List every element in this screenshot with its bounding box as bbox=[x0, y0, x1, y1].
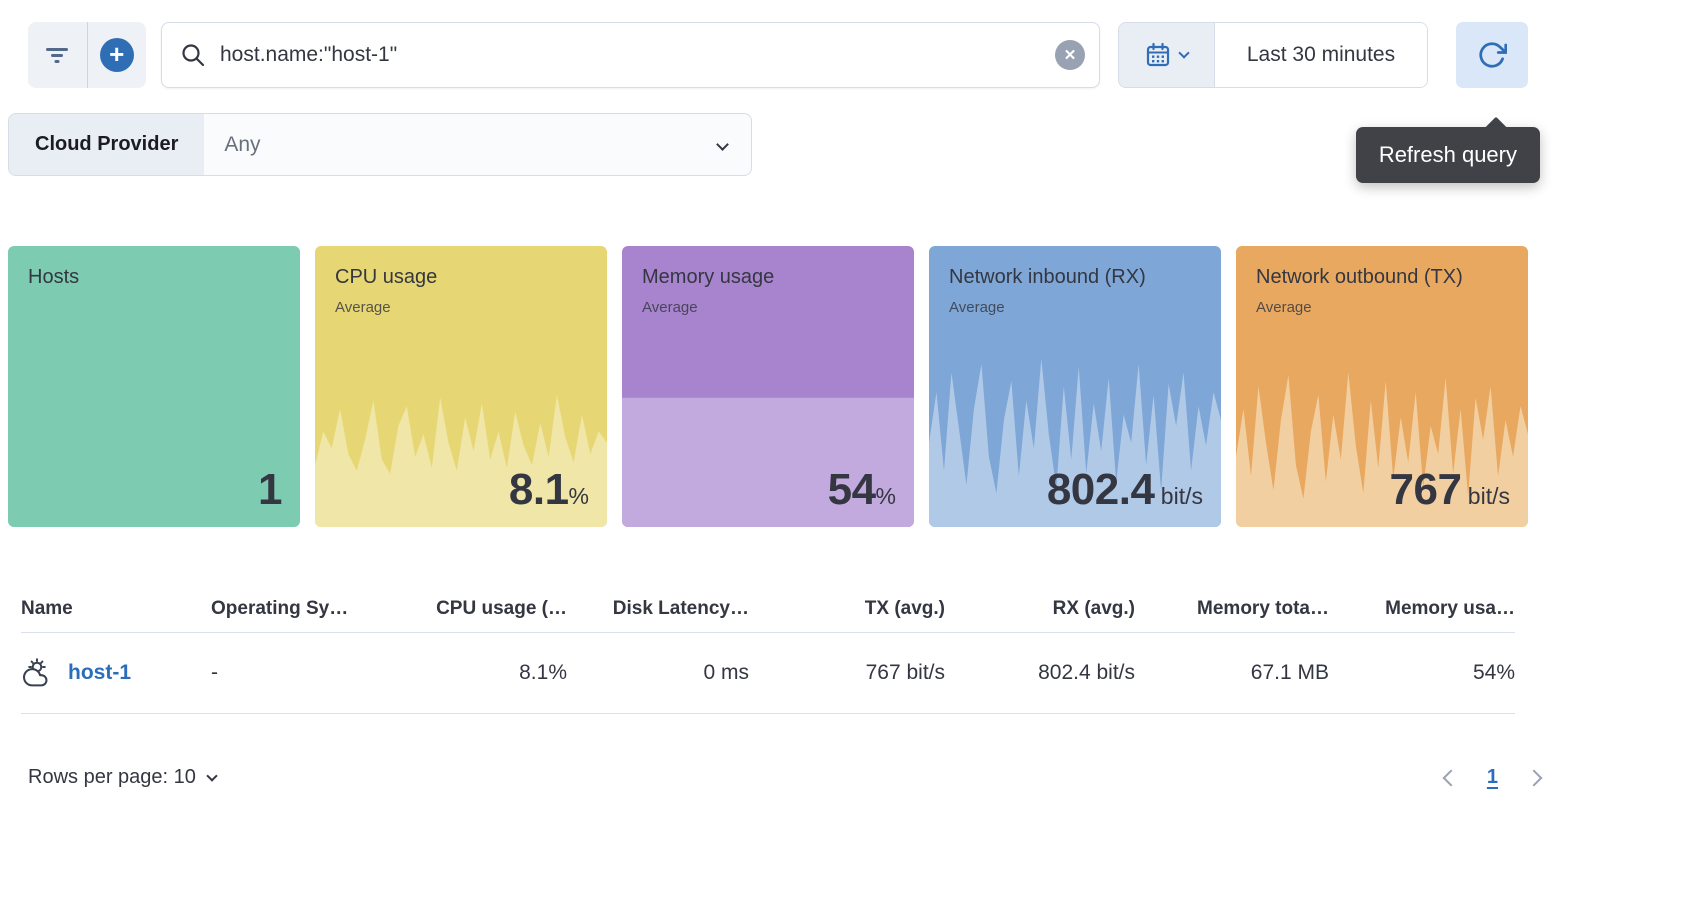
cloud-provider-filter[interactable]: Cloud Provider Any bbox=[8, 113, 752, 176]
metric-tile-hosts[interactable]: Hosts 1 bbox=[8, 246, 300, 527]
column-header-rx[interactable]: RX (avg.) bbox=[1052, 597, 1135, 619]
tile-title: Network outbound (TX) bbox=[1256, 266, 1463, 288]
filter-button[interactable] bbox=[28, 22, 88, 88]
refresh-button[interactable] bbox=[1456, 22, 1528, 88]
memory-sparkline bbox=[622, 246, 914, 527]
refresh-tooltip-label: Refresh query bbox=[1378, 142, 1517, 167]
rx-sparkline bbox=[929, 246, 1221, 527]
tx-sparkline bbox=[1236, 246, 1528, 527]
cell-memory-usage: 54% bbox=[1472, 661, 1515, 684]
tile-title: Network inbound (RX) bbox=[949, 266, 1146, 288]
refresh-tooltip: Refresh query bbox=[1355, 127, 1540, 183]
tile-subtitle: Average bbox=[949, 299, 1005, 316]
cpu-sparkline bbox=[315, 246, 607, 527]
host-link[interactable]: host-1 bbox=[68, 661, 131, 684]
column-header-disk-latency[interactable]: Disk Latency… bbox=[612, 597, 749, 619]
add-filter-button[interactable]: + bbox=[88, 22, 147, 88]
search-box: ✕ bbox=[161, 22, 1100, 88]
metric-tile-network-outbound[interactable]: Network outbound (TX) Average 767 bit/s bbox=[1236, 246, 1528, 527]
cell-cpu: 8.1% bbox=[519, 661, 567, 684]
column-header-tx[interactable]: TX (avg.) bbox=[864, 597, 945, 619]
cell-os: - bbox=[211, 661, 218, 684]
cell-tx: 767 bit/s bbox=[865, 661, 945, 684]
column-header-cpu[interactable]: CPU usage (… bbox=[436, 597, 567, 619]
clear-query-button[interactable]: ✕ bbox=[1055, 40, 1085, 70]
tile-subtitle: Average bbox=[335, 299, 391, 316]
refresh-icon bbox=[1479, 42, 1507, 68]
rows-per-page-button[interactable]: Rows per page: 10 bbox=[28, 766, 218, 789]
tile-value: 802.4 bit/s bbox=[1046, 465, 1203, 514]
date-picker-button[interactable] bbox=[1119, 23, 1215, 87]
column-header-os[interactable]: Operating Sy… bbox=[211, 597, 349, 619]
table-header-row: Name Operating Sy… CPU usage (… Disk Lat… bbox=[21, 585, 1515, 633]
tile-value: 8.1% bbox=[508, 465, 589, 514]
filter-icon bbox=[46, 48, 69, 63]
host-name-cell: host-1 bbox=[21, 658, 211, 688]
tile-value: 1 bbox=[258, 465, 282, 514]
time-range-button[interactable]: Last 30 minutes bbox=[1215, 23, 1427, 87]
chevron-down-icon bbox=[716, 138, 729, 151]
pagination: 1 bbox=[1442, 766, 1543, 789]
tile-title: Hosts bbox=[28, 266, 80, 288]
tile-value: 54% bbox=[827, 465, 896, 514]
table-row: host-1 - 8.1% 0 ms 767 bit/s 802.4 bit/s… bbox=[21, 633, 1515, 714]
query-input[interactable] bbox=[220, 43, 1055, 67]
page-number-1[interactable]: 1 bbox=[1486, 766, 1498, 788]
tile-title: CPU usage bbox=[335, 266, 438, 288]
hosts-table: Name Operating Sy… CPU usage (… Disk Lat… bbox=[21, 585, 1515, 714]
chevron-down-icon bbox=[1178, 47, 1190, 59]
chevron-down-icon bbox=[206, 769, 218, 782]
cell-memory-total: 67.1 MB bbox=[1250, 661, 1329, 684]
column-header-memory-total[interactable]: Memory tota… bbox=[1197, 597, 1329, 619]
calendar-icon bbox=[1146, 42, 1170, 67]
cloud-provider-value: Any bbox=[224, 132, 261, 156]
tile-subtitle: Average bbox=[1256, 299, 1312, 316]
rows-per-page-label: Rows per page: 10 bbox=[28, 766, 196, 788]
tile-title: Memory usage bbox=[642, 266, 775, 288]
column-header-name[interactable]: Name bbox=[21, 597, 73, 619]
column-header-memory-usage[interactable]: Memory usa… bbox=[1385, 597, 1515, 619]
query-bar: + ✕ bbox=[0, 0, 1684, 88]
tile-value: 767 bit/s bbox=[1389, 465, 1511, 514]
filter-button-group: + bbox=[28, 22, 146, 88]
cloud-provider-label: Cloud Provider bbox=[9, 114, 205, 175]
next-page-button[interactable] bbox=[1525, 769, 1543, 786]
tile-subtitle: Average bbox=[642, 299, 698, 316]
plus-icon: + bbox=[99, 38, 134, 72]
metric-tile-network-inbound[interactable]: Network inbound (RX) Average 802.4 bit/s bbox=[929, 246, 1221, 527]
search-icon bbox=[182, 44, 205, 67]
cloud-sun-icon bbox=[23, 658, 48, 687]
previous-page-button[interactable] bbox=[1442, 769, 1460, 786]
cell-disk-latency: 0 ms bbox=[703, 661, 749, 684]
table-footer: Rows per page: 10 1 bbox=[0, 714, 1684, 789]
cell-rx: 802.4 bit/s bbox=[1038, 661, 1135, 684]
date-picker: Last 30 minutes bbox=[1118, 22, 1428, 88]
